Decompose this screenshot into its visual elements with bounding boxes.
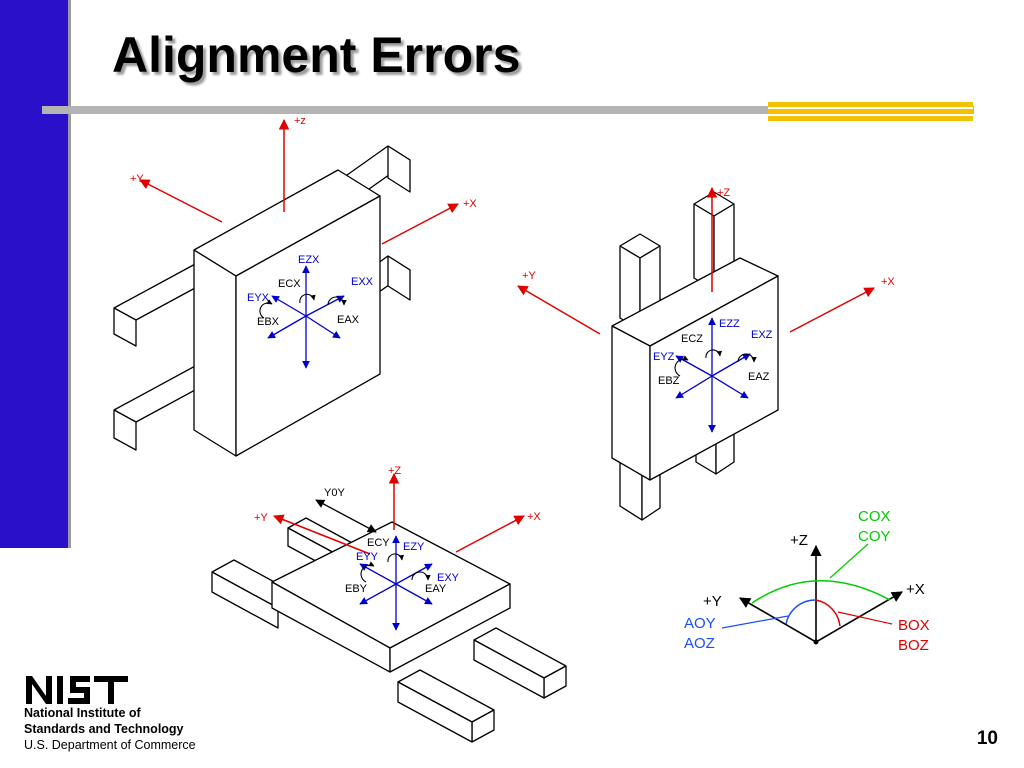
- fig1-eyx-label: EYX: [247, 292, 270, 304]
- fig1-rail: [113, 409, 137, 451]
- legend-x-label: +X: [906, 581, 925, 598]
- fig1-z-label: +z: [294, 115, 306, 127]
- fig1-block-side: [193, 249, 237, 457]
- fig3-axes: +Z +Y +X Y0Y: [254, 465, 541, 555]
- fig2-y-label: +Y: [522, 270, 536, 282]
- fig2-block-face: [649, 275, 779, 481]
- legend-coy-label: COY: [858, 528, 891, 545]
- fig3-y0y-label: Y0Y: [324, 487, 345, 499]
- fig1-rail: [387, 145, 411, 193]
- slide-title: Alignment Errors: [112, 27, 521, 83]
- fig1-error-axes: [267, 265, 345, 369]
- fig1-x-label: +X: [463, 198, 477, 210]
- title-accent-bar: [768, 102, 973, 122]
- fig1-block-face: [235, 195, 381, 457]
- angle-legend: +Z +Y +X COX COY AOY AOZ BOX BOZ: [684, 508, 930, 654]
- fig1-error-labels: EZX ECX EXX EYX EBX EAX: [247, 254, 374, 328]
- legend-boz-label: BOZ: [898, 637, 929, 654]
- sidebar-shadow: [68, 0, 71, 548]
- fig1-rail: [113, 307, 137, 347]
- fig2-z-label: +Z: [717, 187, 730, 199]
- figure-y-axis-block: [211, 517, 567, 743]
- fig3-rotation-arrows: [360, 553, 431, 583]
- fig3-eay-label: EAY: [425, 583, 447, 595]
- fig2-rotation-arrows: [674, 349, 757, 377]
- fig1-ezx-label: EZX: [298, 254, 320, 266]
- legend-z-label: +Z: [790, 532, 808, 549]
- fig3-rail: [211, 571, 279, 629]
- fig2-eaz-label: EAZ: [748, 371, 770, 383]
- nist-wordmark: [26, 676, 128, 704]
- aoy-arc: [785, 599, 817, 625]
- page-number: 10: [976, 728, 998, 749]
- fig1-ecx-label: ECX: [278, 278, 301, 290]
- legend-y-label: +Y: [703, 593, 722, 610]
- fig3-block-face: [389, 583, 511, 673]
- fig2-error-axes: [675, 317, 751, 433]
- fig2-ebz-label: EBZ: [658, 375, 680, 387]
- legend-cox-label: COX: [858, 508, 891, 525]
- fig3-z-label: +Z: [388, 465, 401, 477]
- fig3-x-label: +X: [527, 511, 541, 523]
- fig3-y-label: +Y: [254, 512, 268, 524]
- fig3-ezy-label: EZY: [403, 541, 425, 553]
- fig1-eax-label: EAX: [337, 314, 360, 326]
- fig2-eyz-label: EYZ: [653, 351, 675, 363]
- fig3-eyy-label: EYY: [356, 551, 379, 563]
- fig1-y-label: +Y: [130, 173, 144, 185]
- fig1-axes: +z +Y +X: [130, 115, 477, 245]
- fig2-axes: +Z +Y +X: [517, 186, 895, 335]
- logo-line-2: Standards and Technology: [24, 722, 184, 736]
- cox-arc: [751, 580, 891, 604]
- logo-line-3: U.S. Department of Commerce: [24, 738, 196, 752]
- fig3-exy-label: EXY: [437, 572, 460, 584]
- fig3-rail: [397, 681, 473, 743]
- fig1-rail: [387, 255, 411, 301]
- title-rule: [42, 106, 974, 114]
- fig3-eby-label: EBY: [345, 583, 368, 595]
- fig3-rail: [473, 639, 545, 699]
- fig3-error-axes: [359, 535, 433, 631]
- figure-z-axis-block: [611, 191, 779, 521]
- fig1-ebx-label: EBX: [257, 316, 280, 328]
- box-arc: [815, 599, 841, 627]
- fig1-rotation-arrows: [259, 293, 347, 319]
- legend-aoy-label: AOY: [684, 615, 716, 632]
- fig2-x-label: +X: [881, 276, 895, 288]
- fig2-error-labels: EZZ ECZ EXZ EYZ EBZ EAZ: [653, 318, 773, 387]
- fig2-exz-label: EXZ: [751, 329, 773, 341]
- fig3-ecy-label: ECY: [367, 537, 390, 549]
- fig3-error-labels: ECY EZY EYY EXY EBY EAY: [345, 537, 460, 595]
- fig2-ecz-label: ECZ: [681, 333, 703, 345]
- legend-box-label: BOX: [898, 617, 930, 634]
- fig1-exx-label: EXX: [351, 276, 374, 288]
- nist-logo: National Institute of Standards and Tech…: [24, 672, 214, 754]
- logo-line-1: National Institute of: [24, 706, 141, 720]
- fig2-ezz-label: EZZ: [719, 318, 740, 330]
- legend-aoz-label: AOZ: [684, 635, 715, 652]
- figure-x-axis-block: [113, 145, 411, 457]
- sidebar-band: [0, 0, 68, 548]
- fig2-block-side: [611, 325, 651, 481]
